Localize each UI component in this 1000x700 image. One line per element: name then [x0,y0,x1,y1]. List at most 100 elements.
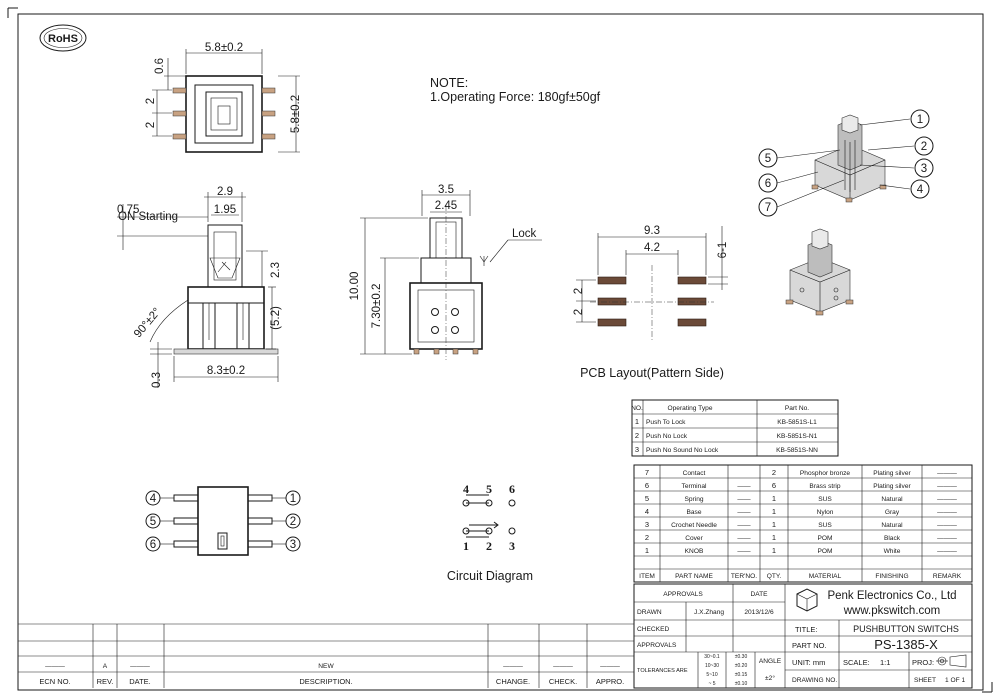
callout-2: 2 [921,141,927,153]
rev-row-appro: ——— [600,663,620,670]
bom-ter: —— [737,483,751,490]
front-w2: 2.45 [435,200,457,212]
rev-row-ecn: ——— [45,663,65,670]
tb-date: DATE [750,591,768,598]
tb-drawn-date: 2013/12/6 [744,609,774,616]
title-block: APPROVALS DATE DRAWN J.X.Zhang 2013/12/6… [633,583,973,689]
bom-finishing: Gray [885,509,900,516]
op-header-no: NO. [631,405,643,412]
bom-remark: ——— [937,483,957,490]
bom-remark: ——— [937,496,957,503]
front-h-total: 10.00 [349,272,361,301]
bom-finishing: Plating silver [873,470,911,477]
tb-tol-value: ±0.30 [735,654,748,660]
side-w1: 2.9 [217,186,233,198]
on-starting-label: ON Starting [118,211,178,223]
top-view: 5.8±0.2 5.8±0.2 0.6 2 2 [145,42,302,153]
rev-header-change: CHANGE. [496,677,530,686]
tb-tolerances: TOLERANCES ARE [637,668,688,674]
company-name: Penk Electronics Co., Ltd [827,590,956,602]
bom-part: KNOB [685,548,704,555]
pin-label-5: 5 [150,516,156,528]
note-line: 1.Operating Force: 180gf±50gf [430,90,601,104]
tb-sheet-value: 1 OF 1 [945,677,965,684]
circuit-top-6: 6 [509,482,515,496]
callout-6: 6 [765,178,771,190]
tb-part-value: PS-1385-X [874,637,938,652]
bom-remark: ——— [937,522,957,529]
top-pitch-a: 2 [145,98,157,104]
bom-qty: 1 [772,494,776,503]
tb-checked: CHECKED [637,626,669,633]
projection-symbol-icon [936,654,967,668]
op-header-part: Part No. [785,405,809,412]
bom-remark: ——— [937,470,957,477]
revision-block: ——— A ——— NEW ——— ——— ——— ECN NO. REV. D… [18,623,634,688]
circuit-bottom-1: 1 [463,539,469,553]
op-row-part: KB-5851S-N1 [777,433,818,440]
bom-header-qty: QTY. [767,573,782,580]
op-row-part: KB-5851S-L1 [777,419,817,426]
bom-item: 5 [645,494,649,503]
op-row-no: 1 [635,417,639,426]
bom-header-material: MATERIAL [809,573,842,580]
pin-label-4: 4 [150,493,157,505]
pcb-layout: 9.3 4.2 6-1 2 2 PCB Layout(Pattern Side) [573,225,729,380]
callout-3: 3 [921,163,927,175]
bom-material: SUS [818,496,832,503]
pin-diagram: 4 5 6 1 2 3 [145,486,301,556]
callout-balloons: 1 2 3 4 5 6 7 [758,109,934,217]
side-h-up: 2.3 [270,262,282,278]
tb-scale-value: 1:1 [880,658,890,667]
side-angle: 90°±2° [132,306,163,340]
tb-scale-label: SCALE: [843,658,870,667]
pcb-caption: PCB Layout(Pattern Side) [580,366,724,380]
operating-type-table: NO. Operating Type Part No. 1 Push To Lo… [631,399,839,457]
sheet-border [17,13,984,691]
bom-finishing: Natural [881,496,903,503]
pcb-pitch-b: 2 [573,309,585,315]
tb-tol-value: ±0.20 [735,663,748,669]
op-row-type: Push No Sound No Lock [646,447,719,454]
tb-drawing-no: DRAWING NO. [792,677,837,684]
tb-unit: UNIT: mm [792,658,825,667]
rev-header-date: DATE. [129,677,151,686]
bom-header-item: ITEM [639,573,655,580]
rev-header-rev: REV. [97,677,114,686]
pcb-pad-h: 6-1 [717,242,729,259]
top-width-dim: 5.8±0.2 [205,42,243,54]
bom-material: SUS [818,522,832,529]
op-row-no: 3 [635,445,639,454]
bom-part: Crochet Needle [671,522,717,529]
circuit-diagram: 4 5 6 1 2 3 Circuit Diagram [447,482,533,583]
rev-header-check: CHECK. [549,677,577,686]
front-w1: 3.5 [438,184,454,196]
company-website: www.pkswitch.com [843,605,941,617]
bom-ter: —— [737,548,751,555]
bom-table: 7 Contact 2 Phosphor bronze Plating silv… [633,464,973,583]
bom-part: Contact [683,470,706,477]
bom-part: Base [686,509,701,516]
tb-tol-range: 30~0.1 [704,654,720,660]
bom-ter: —— [737,509,751,516]
side-view: 0.75 ON Starting 2.9 1.95 2.3 (5.2) 90°±… [117,186,282,388]
rohs-logo: RoHS [39,24,87,52]
rev-header-ecn: ECN NO. [39,677,70,686]
bom-material: Nylon [817,509,834,516]
pcb-pitch-a: 2 [573,288,585,294]
bom-header-finishing: FINISHING [875,573,908,580]
bom-ter: —— [737,522,751,529]
bom-header-ter: TER'NO. [731,573,757,580]
circuit-top-4: 4 [463,482,469,496]
bom-item: 3 [645,520,649,529]
op-row-no: 2 [635,431,639,440]
tb-angle-value: ±2° [765,674,775,682]
pin-label-3: 3 [290,539,296,551]
corner-mark [7,7,18,18]
bom-ter: —— [737,535,751,542]
bom-qty: 1 [772,507,776,516]
rev-row-rev: A [103,663,108,670]
circuit-top-5: 5 [486,482,492,496]
